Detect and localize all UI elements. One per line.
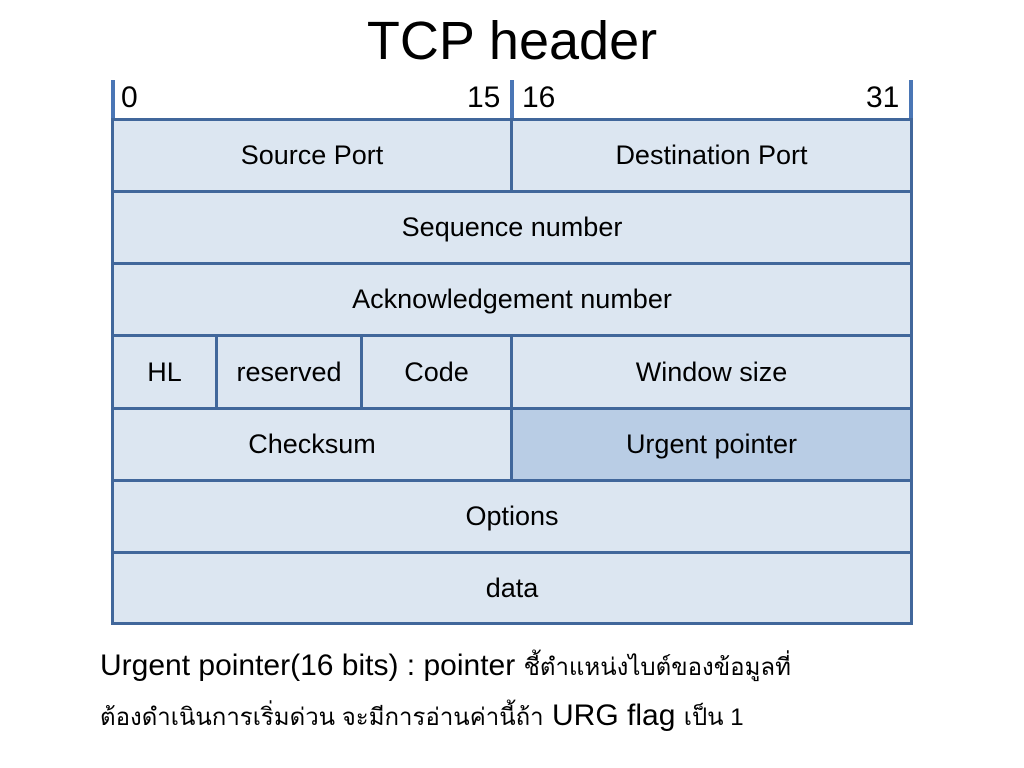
- checksum-label: Checksum: [248, 429, 376, 459]
- hl-field: HL: [111, 334, 218, 410]
- urgent-pointer-label: Urgent pointer: [625, 429, 798, 459]
- data-label: data: [485, 572, 539, 603]
- data-field: data: [111, 551, 913, 625]
- caption-flag: URG flag: [552, 699, 676, 732]
- caption-line-2: ต้องดำเนินการเริ่มด่วน จะมีการอ่านค่านี้…: [100, 696, 950, 738]
- source-port-field: Source Port: [111, 118, 513, 193]
- caption-desc-3: เป็น 1: [683, 704, 744, 731]
- options-label: Options: [465, 501, 559, 531]
- code-field: Code: [360, 334, 513, 410]
- bit-label-15: 15: [467, 81, 501, 114]
- caption-desc-2: ต้องดำเนินการเริ่มด่วน จะมีการอ่านค่านี้…: [100, 704, 544, 731]
- hl-label: HL: [147, 356, 182, 387]
- bit-label-0: 0: [121, 81, 138, 114]
- ack-number-field: Acknowledgement number: [111, 262, 913, 337]
- reserved-label: reserved: [236, 356, 342, 387]
- reserved-field: reserved: [215, 334, 363, 410]
- bit-tick-middle: [510, 80, 514, 120]
- caption-line-1: Urgent pointer(16 bits) : pointer ชี้ตำแ…: [100, 646, 950, 688]
- sequence-number-label: Sequence number: [401, 212, 623, 242]
- sequence-number-field: Sequence number: [111, 190, 913, 265]
- code-label: Code: [404, 356, 469, 387]
- ack-number-label: Acknowledgement number: [352, 284, 672, 314]
- caption-desc-1: ชี้ตำแหน่งไบต์ของข้อมูลที่: [523, 654, 791, 681]
- destination-port-field: Destination Port: [510, 118, 913, 193]
- bit-label-31: 31: [866, 81, 900, 114]
- bit-label-16: 16: [522, 81, 556, 114]
- window-size-field: Window size: [510, 334, 913, 410]
- options-field: Options: [111, 479, 913, 554]
- caption-term: Urgent pointer(16 bits) : pointer: [100, 649, 516, 682]
- checksum-field: Checksum: [111, 407, 513, 482]
- bit-tick-left: [111, 80, 115, 120]
- bit-tick-right: [909, 80, 913, 120]
- window-size-label: Window size: [635, 356, 788, 387]
- urgent-pointer-field: Urgent pointer: [510, 407, 913, 482]
- page-title: TCP header: [366, 11, 658, 71]
- destination-port-label: Destination Port: [615, 140, 808, 170]
- source-port-label: Source Port: [240, 140, 384, 170]
